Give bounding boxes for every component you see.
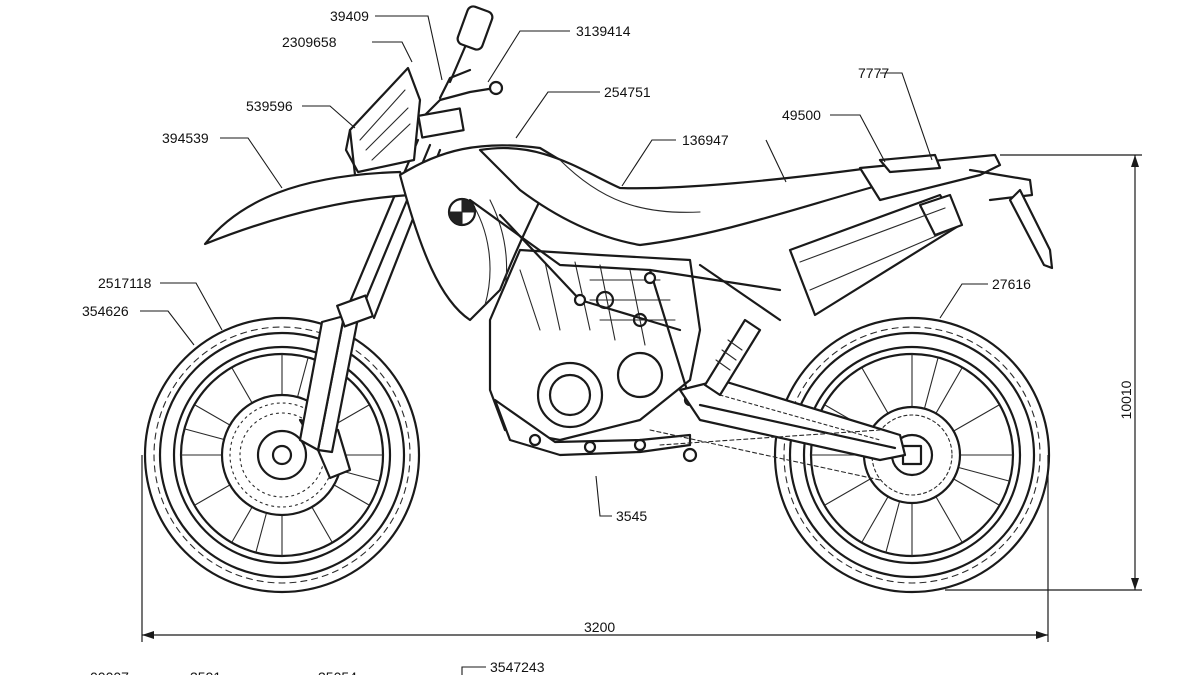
frame-tubes	[468, 198, 782, 407]
callout-label: 3547243	[490, 659, 545, 675]
callout-labels: 39409 2309658 3139414 7777 539596 254751…	[82, 8, 1031, 675]
height-dimension-label: 10010	[1118, 380, 1134, 419]
callout-label: 7777	[858, 65, 889, 81]
leader-lines	[140, 15, 988, 675]
height-dimension	[945, 154, 1142, 591]
exhaust-muffler	[788, 193, 964, 317]
mirror-stem	[448, 38, 470, 84]
tail-rack	[858, 153, 1034, 202]
cut-label: 3591	[190, 669, 221, 675]
drive-chain	[649, 429, 881, 481]
rear-shock	[703, 318, 762, 397]
callout-label: 136947	[682, 132, 729, 148]
front-axle	[271, 444, 293, 466]
engine-cover	[536, 361, 604, 429]
engine-block	[488, 248, 702, 442]
callout-label: 354626	[82, 303, 129, 319]
callout-label: 39409	[330, 8, 369, 24]
cut-label: 35054	[318, 669, 357, 675]
handlebar-end	[488, 80, 504, 96]
seat	[478, 146, 882, 247]
skid-plate	[493, 398, 698, 463]
bottom-cut-labels: 00007 3591 35054	[90, 669, 357, 675]
license-plate-bracket	[1008, 188, 1054, 270]
rear-wheel	[773, 316, 1051, 594]
callout-label: 49500	[782, 107, 821, 123]
front-fork	[298, 138, 442, 454]
cut-label: 00007	[90, 669, 129, 675]
handlebar-assembly	[408, 5, 504, 139]
callout-label: 394539	[162, 130, 209, 146]
callout-label: 3139414	[576, 23, 631, 39]
callout-label: 3545	[616, 508, 647, 524]
callout-label: 2309658	[282, 34, 337, 50]
length-dimension	[141, 455, 1049, 642]
callout-label: 2517118	[98, 275, 152, 291]
callout-label: 27616	[992, 276, 1031, 292]
mirror	[456, 5, 494, 51]
callout-label: 539596	[246, 98, 293, 114]
brand-roundel	[447, 197, 477, 227]
callout-label: 254751	[604, 84, 651, 100]
front-wheel	[143, 316, 421, 594]
headlight-fairing	[344, 66, 422, 177]
length-dimension-label: 3200	[584, 619, 615, 635]
